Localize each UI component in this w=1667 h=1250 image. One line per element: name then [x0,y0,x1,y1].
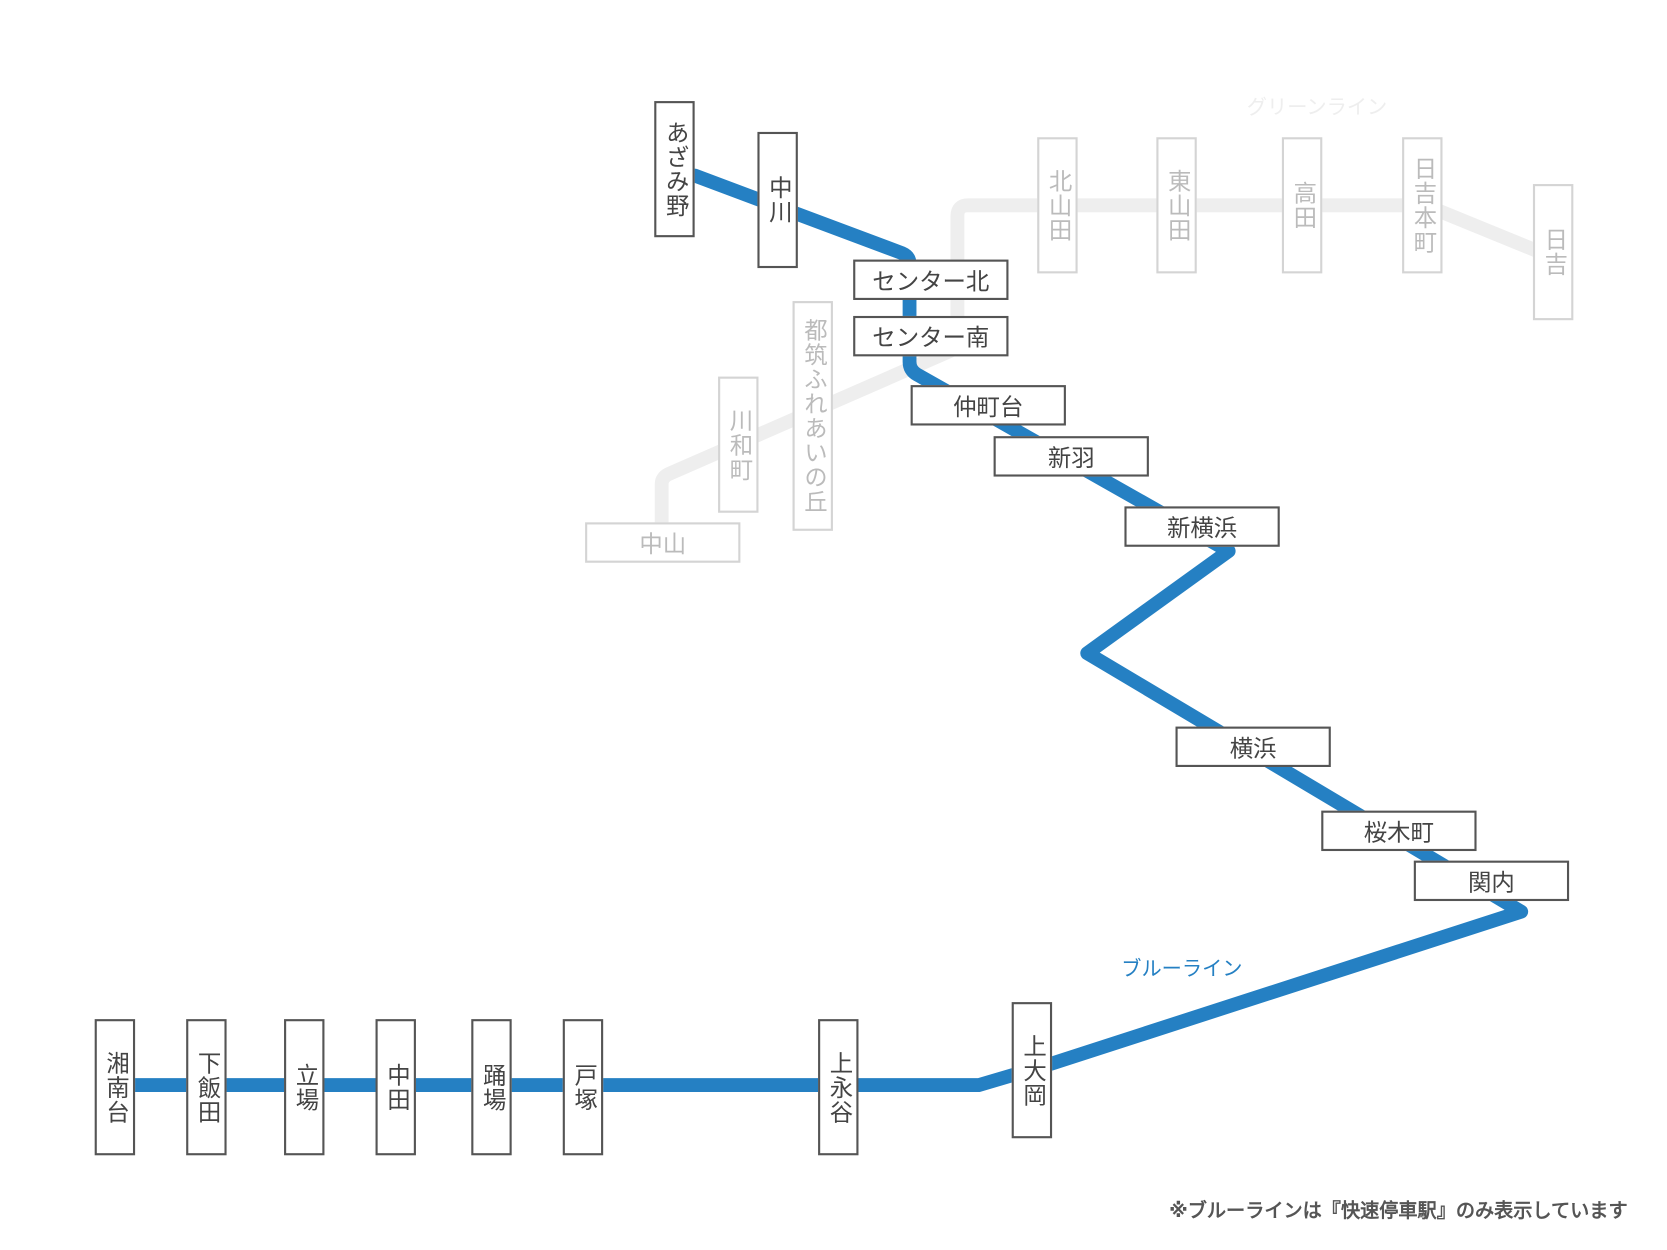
station-hiyoshihoncho[interactable]: 日吉本町 [1402,137,1443,274]
station-shimoiida[interactable]: 下飯田 [186,1019,227,1156]
blue-line-path [107,168,1529,1092]
station-kaminagaya[interactable]: 上永谷 [818,1019,859,1156]
station-odoriba[interactable]: 踊場 [471,1019,512,1156]
station-kawawacho[interactable]: 川和町 [718,376,759,513]
station-higashiyamata[interactable]: 東山田 [1156,137,1197,274]
station-center-minami[interactable]: センター南 [853,315,1009,357]
station-kitayamata[interactable]: 北山田 [1037,137,1078,274]
station-shin-yokohama[interactable]: 新横浜 [1124,506,1280,547]
station-nakata[interactable]: 中田 [375,1019,416,1156]
station-totsuka[interactable]: 戸塚 [562,1019,604,1156]
station-center-kita[interactable]: センター北 [853,259,1009,300]
station-sakuragicho[interactable]: 桜木町 [1321,810,1477,852]
station-hiyoshi[interactable]: 日吉 [1532,184,1574,321]
station-nakayama[interactable]: 中山 [585,522,741,563]
station-azamino[interactable]: あざみ野 [654,101,695,238]
station-shonandai[interactable]: 湘南台 [94,1019,136,1156]
station-yokohama[interactable]: 横浜 [1175,726,1331,767]
blue-line-label: ブルーライン [1121,957,1243,981]
footnote: ※ブルーラインは『快速停車駅』のみ表示しています [1169,1199,1628,1223]
station-kamiooka[interactable]: 上大岡 [1011,1002,1053,1139]
station-kannai[interactable]: 関内 [1413,860,1570,902]
green-line-label: グリーンライン [1246,95,1388,120]
station-nakamachidai[interactable]: 仲町台 [910,385,1066,426]
station-tsuzuki-fureainooka[interactable]: 都筑ふれあいの丘 [792,301,833,531]
station-tateba[interactable]: 立場 [284,1019,325,1156]
station-nippa[interactable]: 新羽 [993,436,1149,477]
station-nakagawa[interactable]: 中川 [757,131,798,269]
station-takata[interactable]: 高田 [1281,137,1323,274]
